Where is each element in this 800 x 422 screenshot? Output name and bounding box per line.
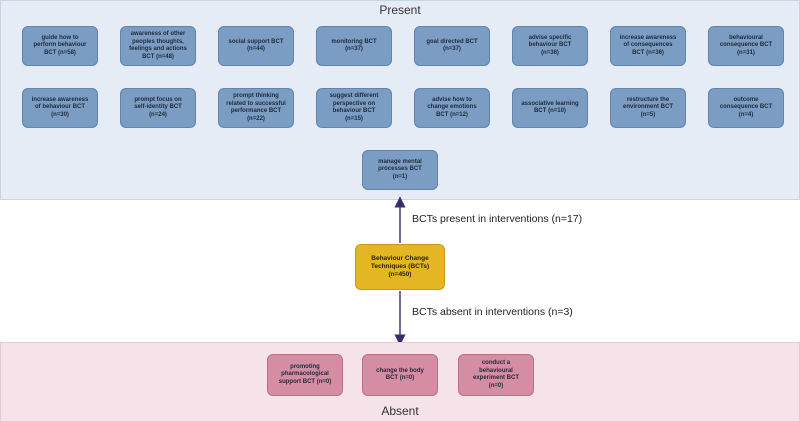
present-bct-label: associative learning BCT (n=10) — [521, 100, 579, 115]
present-bct-box: monitoring BCT (n=37) — [316, 26, 392, 66]
present-bct-box: manage mental processes BCT (n=1) — [362, 150, 438, 190]
absent-bct-box: conduct a behavioural experiment BCT (n=… — [458, 354, 534, 396]
absent-arrow-label: BCTs absent in interventions (n=3) — [412, 306, 573, 318]
present-bct-box: advise how to change emotions BCT (n=12) — [414, 88, 490, 128]
bct-total-box: Behaviour Change Techniques (BCTs) (n=45… — [355, 244, 445, 290]
present-bct-label: increase awareness of behaviour BCT (n=3… — [31, 96, 89, 118]
present-bct-box: awareness of other peoples thoughts, fee… — [120, 26, 196, 66]
present-bct-label: monitoring BCT (n=37) — [331, 38, 377, 53]
absent-bct-label: change the body BCT (n=0) — [376, 367, 424, 382]
absent-title: Absent — [381, 404, 419, 418]
present-bct-box: restructure the environment BCT (n=5) — [610, 88, 686, 128]
absent-bct-label: conduct a behavioural experiment BCT (n=… — [472, 360, 519, 389]
present-bct-box: outcome consequence BCT (n=4) — [708, 88, 784, 128]
present-bct-box: increase awareness of consequences BCT (… — [610, 26, 686, 66]
present-bct-label: manage mental processes BCT (n=1) — [378, 158, 422, 180]
present-bct-label: advise specific behaviour BCT (n=36) — [528, 34, 572, 56]
present-bct-box: associative learning BCT (n=10) — [512, 88, 588, 128]
present-bct-box: prompt focus on self-identity BCT (n=24) — [120, 88, 196, 128]
present-bct-box: behavioural consequence BCT (n=31) — [708, 26, 784, 66]
present-bct-label: social support BCT (n=44) — [228, 38, 284, 53]
present-title: Present — [379, 3, 421, 17]
present-bct-label: guide how to perform behaviour BCT (n=58… — [33, 34, 87, 56]
present-bct-box: goal directed BCT (n=37) — [414, 26, 490, 66]
present-bct-label: restructure the environment BCT (n=5) — [622, 96, 673, 118]
absent-bct-box: promoting pharmacological support BCT (n… — [267, 354, 343, 396]
present-bct-label: behavioural consequence BCT (n=31) — [719, 34, 773, 56]
present-bct-label: suggest different perspective on behavio… — [329, 93, 379, 122]
present-bct-box: social support BCT (n=44) — [218, 26, 294, 66]
present-bct-label: prompt focus on self-identity BCT (n=24) — [134, 96, 182, 118]
present-bct-label: goal directed BCT (n=37) — [426, 38, 478, 53]
present-bct-box: guide how to perform behaviour BCT (n=58… — [22, 26, 98, 66]
present-bct-box: prompt thinking related to successful pe… — [218, 88, 294, 128]
absent-bct-label: promoting pharmacological support BCT (n… — [278, 363, 332, 385]
present-bct-label: advise how to change emotions BCT (n=12) — [427, 96, 477, 118]
present-bct-label: outcome consequence BCT (n=4) — [719, 96, 773, 118]
absent-bct-box: change the body BCT (n=0) — [362, 354, 438, 396]
present-bct-label: prompt thinking related to successful pe… — [226, 93, 286, 122]
present-bct-label: awareness of other peoples thoughts, fee… — [129, 31, 187, 60]
bct-total-label: Behaviour Change Techniques (BCTs) (n=45… — [370, 254, 430, 279]
present-bct-box: suggest different perspective on behavio… — [316, 88, 392, 128]
present-bct-box: advise specific behaviour BCT (n=36) — [512, 26, 588, 66]
present-bct-box: increase awareness of behaviour BCT (n=3… — [22, 88, 98, 128]
present-arrow-label: BCTs present in interventions (n=17) — [412, 213, 583, 225]
present-bct-label: increase awareness of consequences BCT (… — [619, 34, 677, 56]
